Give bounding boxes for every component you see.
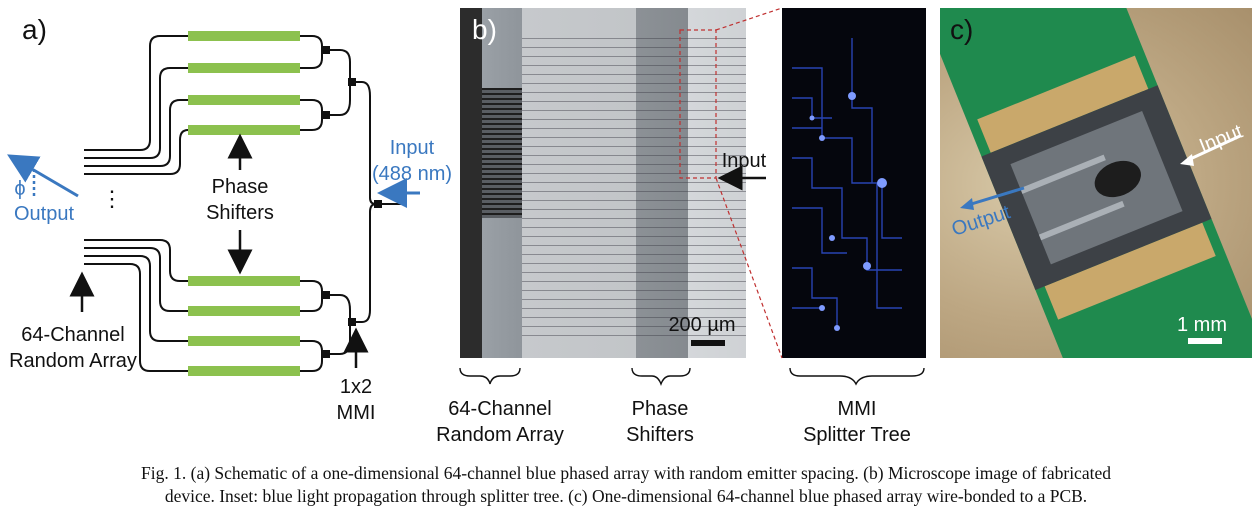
photo-drawing	[940, 8, 1252, 358]
braces	[459, 367, 925, 386]
phase-shifters-label-b: Phase Shifters	[626, 398, 694, 446]
splitter-glow	[792, 38, 902, 331]
caption-line-2: device. Inset: blue light propagation th…	[164, 486, 1088, 506]
scale-label-b: 200 µm	[668, 314, 736, 336]
phi-label: ϕ	[14, 178, 26, 200]
random-array-label-b: 64-Channel Random Array	[436, 398, 564, 446]
waveguide-lines	[522, 38, 746, 338]
dark-emitter-region	[482, 88, 522, 218]
mmi-label-a: 1x2 MMI	[336, 376, 376, 424]
input-label-a: Input (488 nm)	[371, 137, 453, 185]
caption-line-1: Fig. 1. (a) Schematic of a one-dimension…	[141, 463, 1111, 483]
phase-shifter-bars	[188, 31, 300, 376]
output-label-a: Output	[13, 203, 75, 225]
panel-a-letter: a)	[22, 14, 47, 45]
black-arrows	[69, 133, 369, 368]
scale-bar-b	[691, 340, 725, 346]
splitter-tree-inset	[782, 8, 926, 358]
scale-label-c: 1 mm	[1177, 314, 1227, 336]
device-photo	[940, 8, 1252, 358]
splitter-tree-label: MMI Splitter Tree	[803, 398, 911, 446]
figure-caption: Fig. 1. (a) Schematic of a one-dimension…	[0, 462, 1252, 508]
schematic-diagram	[7, 31, 420, 376]
microscope-image	[460, 8, 746, 358]
random-array-label-a: 64-Channel Random Array	[9, 324, 137, 372]
panel-b-letter: b)	[472, 14, 497, 45]
panel-c-letter: c)	[950, 14, 974, 45]
phase-shifters-label: Phase Shifters	[206, 176, 274, 224]
blue-arrows	[7, 154, 420, 208]
input-label-b: Input	[721, 150, 767, 172]
ellipsis-label: ⋮	[101, 186, 123, 211]
